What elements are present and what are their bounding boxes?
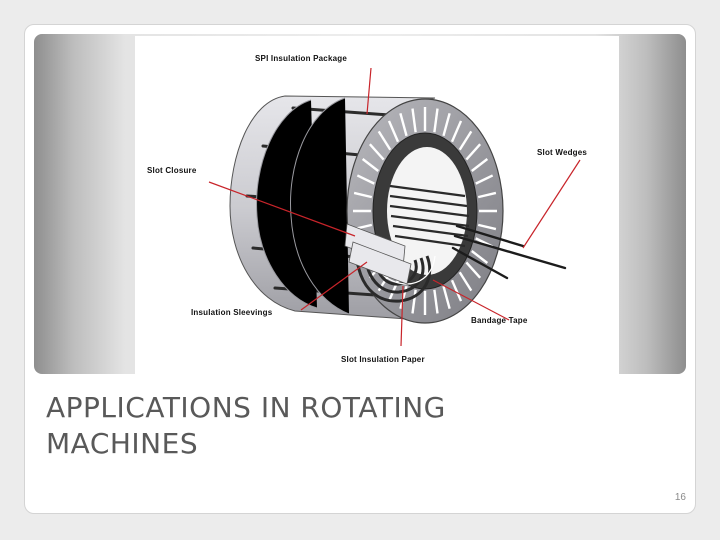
page-number: 16 <box>675 492 686 503</box>
stator-illustration <box>135 36 619 374</box>
slide-title: APPLICATIONS IN ROTATING MACHINES <box>46 390 646 462</box>
callout-bandage-tape: Bandage Tape <box>471 316 528 325</box>
callout-slot-closure: Slot Closure <box>147 166 197 175</box>
stator-core <box>230 96 503 323</box>
callout-spi-insulation-package: SPI Insulation Package <box>255 54 347 63</box>
callout-slot-insulation-paper: Slot Insulation Paper <box>341 355 425 364</box>
callout-slot-wedges: Slot Wedges <box>537 148 587 157</box>
callout-insulation-sleevings: Insulation Sleevings <box>191 308 272 317</box>
stator-diagram: SPI Insulation Package Slot Wedges Slot … <box>135 36 619 374</box>
slide-title-line-1: APPLICATIONS IN ROTATING <box>46 390 646 426</box>
slide-title-line-2: MACHINES <box>46 426 646 462</box>
